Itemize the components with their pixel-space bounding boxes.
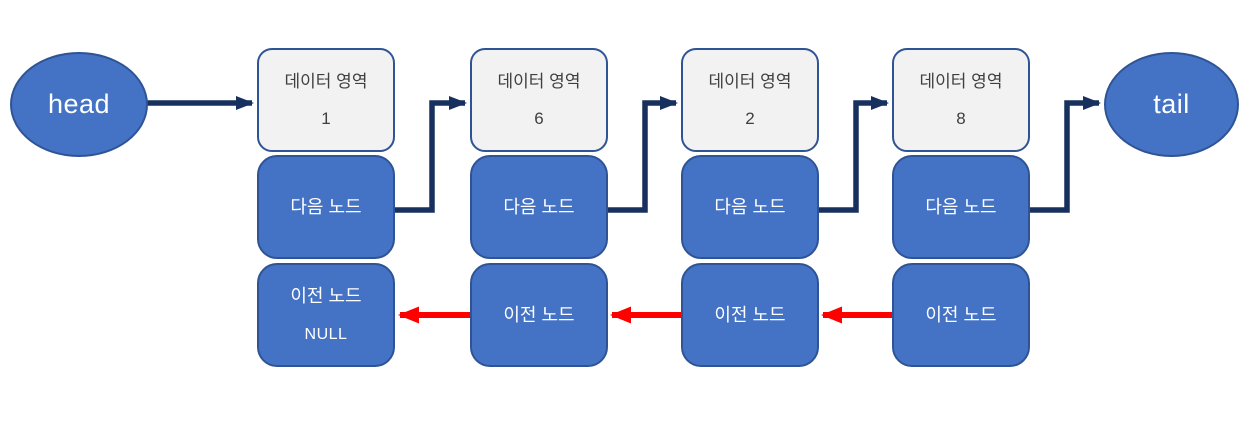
next-arrow-node4-to-tail bbox=[1030, 96, 1101, 213]
prev-node-label: 이전 노드 bbox=[290, 286, 362, 307]
prev-node-value: NULL bbox=[304, 325, 348, 343]
next-node-box: 다음 노드 bbox=[681, 155, 819, 259]
node-4: 데이터 영역 8 다음 노드 이전 노드 bbox=[892, 0, 1030, 438]
tail-label: tail bbox=[1153, 89, 1190, 119]
data-area-value: 1 bbox=[321, 108, 331, 128]
node-2: 데이터 영역 6 다음 노드 이전 노드 bbox=[470, 0, 608, 438]
next-node-label: 다음 노드 bbox=[714, 196, 786, 217]
next-node-label: 다음 노드 bbox=[925, 196, 997, 217]
data-area-value: 2 bbox=[745, 108, 755, 128]
prev-node-label: 이전 노드 bbox=[503, 304, 575, 325]
next-node-label: 다음 노드 bbox=[503, 196, 575, 217]
prev-node-box: 이전 노드 bbox=[470, 263, 608, 367]
node-1: 데이터 영역 1 다음 노드 이전 노드 NULL bbox=[257, 0, 395, 438]
tail-terminal: tail bbox=[1104, 52, 1239, 157]
prev-node-label: 이전 노드 bbox=[925, 304, 997, 325]
data-area-box: 데이터 영역 6 bbox=[470, 48, 608, 152]
prev-node-box: 이전 노드 bbox=[681, 263, 819, 367]
data-area-label: 데이터 영역 bbox=[708, 72, 792, 92]
prev-node-label: 이전 노드 bbox=[714, 304, 786, 325]
next-node-box: 다음 노드 bbox=[892, 155, 1030, 259]
data-area-box: 데이터 영역 2 bbox=[681, 48, 819, 152]
data-area-value: 6 bbox=[534, 108, 544, 128]
data-area-box: 데이터 영역 8 bbox=[892, 48, 1030, 152]
data-area-label: 데이터 영역 bbox=[919, 72, 1003, 92]
next-node-box: 다음 노드 bbox=[257, 155, 395, 259]
data-area-label: 데이터 영역 bbox=[284, 72, 368, 92]
head-terminal: head bbox=[10, 52, 148, 157]
next-node-box: 다음 노드 bbox=[470, 155, 608, 259]
next-node-label: 다음 노드 bbox=[290, 196, 362, 217]
node-3: 데이터 영역 2 다음 노드 이전 노드 bbox=[681, 0, 819, 438]
prev-node-box: 이전 노드 bbox=[892, 263, 1030, 367]
data-area-label: 데이터 영역 bbox=[497, 72, 581, 92]
data-area-box: 데이터 영역 1 bbox=[257, 48, 395, 152]
next-arrow-node1-to-node2 bbox=[395, 96, 467, 213]
prev-node-box: 이전 노드 NULL bbox=[257, 263, 395, 367]
head-label: head bbox=[47, 89, 111, 119]
next-arrow-node2-to-node3 bbox=[608, 96, 678, 213]
next-arrow-node3-to-node4 bbox=[819, 96, 889, 213]
data-area-value: 8 bbox=[956, 108, 966, 128]
